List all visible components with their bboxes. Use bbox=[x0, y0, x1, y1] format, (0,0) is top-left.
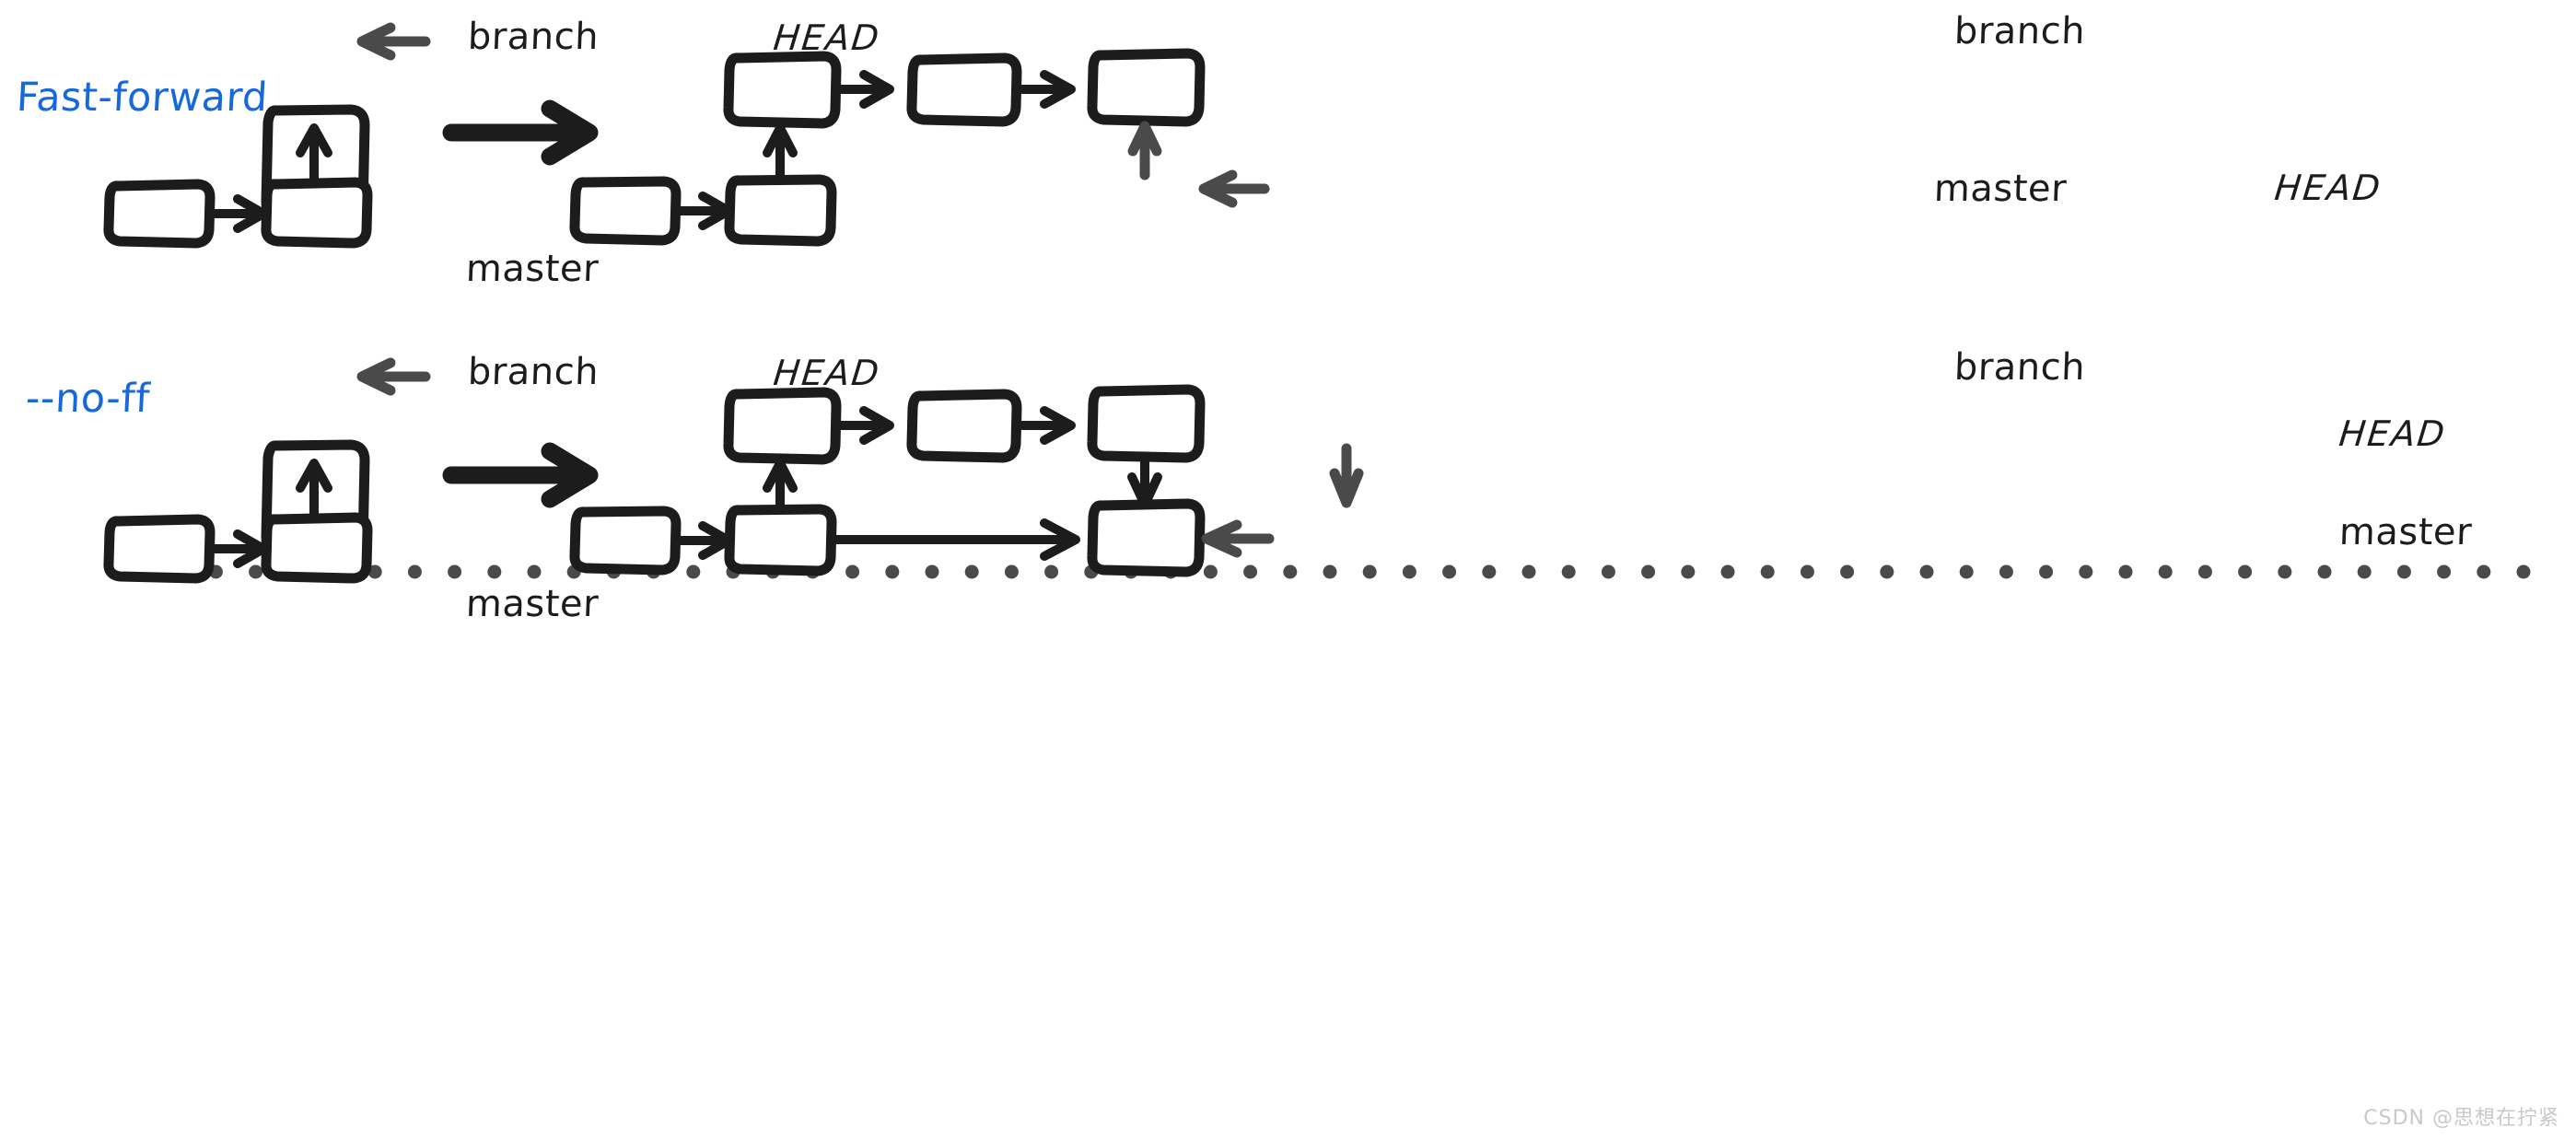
noff-before-branch-label: branch bbox=[467, 351, 600, 393]
ff-after-arrow-1 bbox=[836, 70, 894, 109]
noff-after-arrow-source-to-commit1 bbox=[763, 459, 798, 511]
noff-after-commit-2 bbox=[906, 389, 1022, 463]
noff-after-arrow-branch-to-merge bbox=[1127, 456, 1162, 509]
ff-after-commit-1 bbox=[723, 51, 842, 129]
noff-after-master-source bbox=[724, 504, 837, 576]
section-divider bbox=[129, 564, 2531, 579]
ff-after-commit-2 bbox=[906, 52, 1022, 127]
mode-label-fast-forward: Fast-forward bbox=[15, 75, 270, 121]
noff-after-arrow-2 bbox=[1018, 406, 1076, 445]
noff-transition-arrow bbox=[442, 442, 599, 508]
noff-before-base-commit bbox=[103, 514, 216, 584]
ff-before-arrow-base-to-master bbox=[210, 194, 268, 233]
noff-after-base-commit bbox=[569, 506, 682, 576]
noff-before-head-arrow bbox=[356, 357, 431, 396]
noff-after-branch-label: branch bbox=[1953, 346, 2086, 389]
noff-after-master-arrow bbox=[1201, 519, 1275, 558]
ff-after-master-label: master bbox=[1933, 168, 2068, 210]
ff-after-master-pointer-arrow bbox=[1127, 121, 1162, 180]
noff-after-arrow-1 bbox=[836, 406, 894, 445]
noff-after-master-label: master bbox=[2338, 511, 2473, 553]
ff-transition-arrow bbox=[442, 99, 599, 166]
noff-after-commit-1 bbox=[723, 387, 842, 465]
ff-after-base-commit bbox=[569, 176, 682, 246]
ff-before-head-arrow bbox=[356, 22, 431, 61]
ff-after-head-label: HEAD bbox=[2272, 168, 2384, 208]
ff-before-base-commit bbox=[103, 179, 216, 249]
ff-before-branch-label: branch bbox=[467, 16, 600, 58]
ff-after-head-arrow bbox=[1198, 169, 1270, 208]
ff-after-arrow-2 bbox=[1018, 70, 1076, 109]
watermark: CSDN @思想在拧紧 bbox=[2363, 1107, 2559, 1130]
ff-before-head-label: HEAD bbox=[771, 17, 883, 58]
ff-after-arrow-base-to-source bbox=[676, 192, 733, 230]
noff-before-master-label: master bbox=[465, 583, 600, 625]
ff-after-master-source bbox=[724, 174, 837, 247]
ff-before-arrow-master-to-branch bbox=[296, 123, 332, 185]
noff-after-head-label: HEAD bbox=[2337, 413, 2449, 454]
ff-before-master-commit bbox=[261, 177, 373, 249]
noff-after-arrow-source-to-merge bbox=[832, 518, 1080, 561]
noff-after-head-arrow bbox=[1329, 443, 1364, 508]
noff-before-head-label: HEAD bbox=[771, 353, 883, 393]
ff-after-branch-label: branch bbox=[1953, 10, 2086, 52]
noff-before-arrow-master-to-branch bbox=[296, 459, 332, 520]
noff-after-branch-commit bbox=[1087, 384, 1206, 463]
noff-before-arrow-base-to-master bbox=[210, 529, 268, 568]
mode-label-no-ff: --no-ff bbox=[24, 376, 152, 422]
ff-before-master-label: master bbox=[465, 248, 600, 290]
ff-after-branch-commit bbox=[1087, 48, 1206, 127]
ff-after-arrow-source-to-commit1 bbox=[763, 123, 798, 181]
noff-after-arrow-base-to-source bbox=[676, 521, 733, 560]
noff-after-merge-commit bbox=[1087, 498, 1206, 577]
noff-before-master-commit bbox=[261, 512, 373, 584]
